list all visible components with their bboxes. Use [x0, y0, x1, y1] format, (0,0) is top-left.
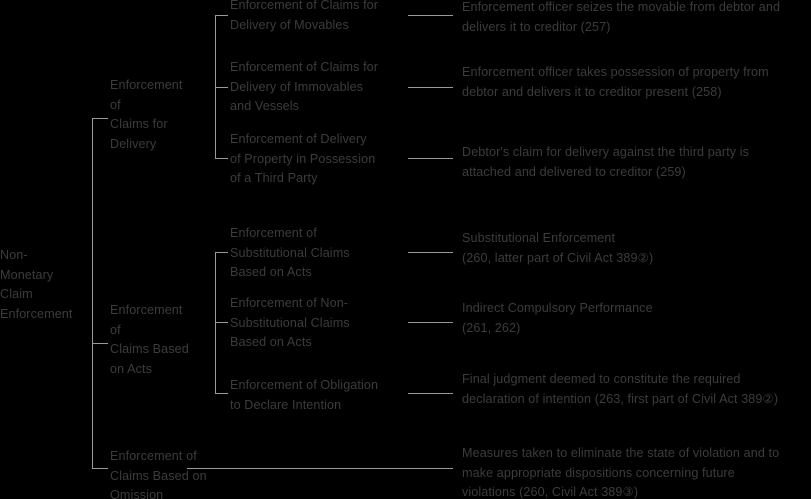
branch-stub-non-substitutional [215, 322, 228, 323]
trunk-stub-acts [92, 343, 108, 344]
outcome-connector-third-party [408, 158, 453, 159]
node-label-substitutional-claims: Enforcement of Substitutional Claims Bas… [230, 226, 350, 279]
branch-stub-movables [215, 15, 228, 16]
branch-stub-immovables [215, 87, 228, 88]
node-label-obligation-declare-intention: Enforcement of Obligation to Declare Int… [230, 378, 379, 412]
outcome-label-third-party: Debtor's claim for delivery against the … [462, 145, 750, 179]
trunk-stub-delivery [92, 118, 108, 119]
outcome-connector-omission [187, 468, 453, 469]
branch-stub-substitutional [215, 252, 228, 253]
outcome-connector-movables [408, 15, 453, 16]
outcome-connector-declare-intention [408, 393, 453, 394]
root-node-label: Non- Monetary Claim Enforcement [0, 248, 73, 321]
outcome-label-substitutional: Substitutional Enforcement (260, latter … [462, 231, 654, 265]
outcome-label-non-substitutional: Indirect Compulsory Performance (261, 26… [462, 301, 653, 335]
outcome-connector-non-substitutional [408, 322, 453, 323]
outcome-label-movables: Enforcement officer seizes the movable f… [462, 0, 781, 34]
branch-label-claims-for-delivery: Enforcement of Claims for Delivery [110, 78, 183, 151]
branch-stub-third-party [215, 158, 228, 159]
trunk-vertical-line [92, 118, 93, 469]
node-label-delivery-of-immovables: Enforcement of Claims for Delivery of Im… [230, 60, 379, 113]
trunk-stub-omission [92, 468, 108, 469]
branch-label-claims-based-on-omission: Enforcement of Claims Based on Omission [110, 449, 207, 499]
outcome-label-declare-intention: Final judgment deemed to constitute the … [462, 372, 779, 406]
node-label-delivery-third-party: Enforcement of Delivery of Property in P… [230, 132, 376, 185]
node-label-delivery-of-movables: Enforcement of Claims for Delivery of Mo… [230, 0, 379, 32]
branch-label-claims-based-on-acts: Enforcement of Claims Based on Acts [110, 303, 189, 376]
outcome-connector-substitutional [408, 252, 453, 253]
node-label-non-substitutional-claims: Enforcement of Non- Substitutional Claim… [230, 296, 350, 349]
outcome-connector-immovables [408, 87, 453, 88]
outcome-label-omission: Measures taken to eliminate the state of… [462, 446, 780, 499]
outcome-label-immovables: Enforcement officer takes possession of … [462, 65, 769, 99]
branch-stub-declare-intention [215, 393, 228, 394]
